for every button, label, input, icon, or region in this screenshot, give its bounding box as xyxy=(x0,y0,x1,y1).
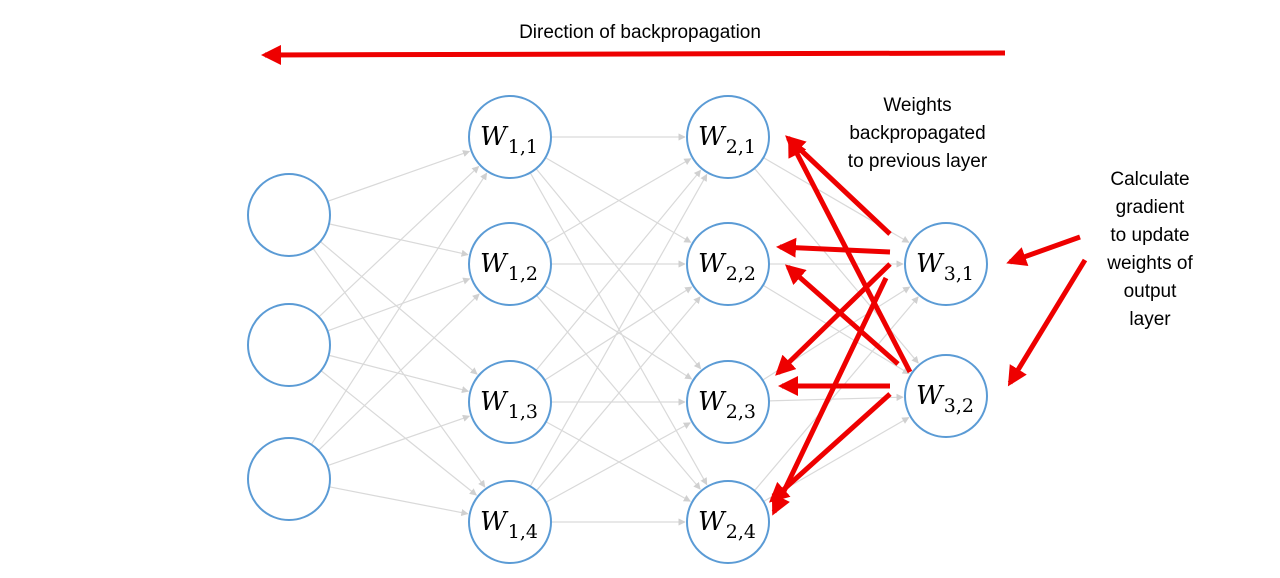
backprop-arrow xyxy=(776,237,891,258)
connection-line xyxy=(320,370,477,496)
connection-line xyxy=(536,296,701,492)
node-circle xyxy=(468,480,552,564)
connection-line xyxy=(319,241,478,375)
connection-line xyxy=(544,285,693,380)
connection-line xyxy=(327,277,471,332)
gradient-caption: Calculate gradient to update weights of … xyxy=(1080,166,1220,334)
node-label: W3,2 xyxy=(916,381,974,417)
connection-lines xyxy=(310,133,919,526)
node-label: W1,4 xyxy=(480,507,538,543)
backprop-arrow xyxy=(784,264,900,366)
backprop-arrow xyxy=(769,392,892,503)
gradient-caption-line: output xyxy=(1123,281,1177,302)
connection-line xyxy=(754,296,919,492)
gradient-caption-line: Calculate xyxy=(1110,169,1190,190)
node-circle xyxy=(904,354,988,438)
node-circle xyxy=(247,173,331,257)
weight-node: W2,3 xyxy=(686,360,770,444)
weight-node: W1,4 xyxy=(468,480,552,564)
connection-line xyxy=(529,172,708,486)
node-circle xyxy=(468,360,552,444)
backprop-arrows xyxy=(261,44,1088,516)
connection-line xyxy=(545,157,692,243)
connection-line xyxy=(327,150,471,202)
input-node xyxy=(247,303,331,387)
node-label: W1,1 xyxy=(480,122,538,158)
connection-line xyxy=(529,173,708,487)
weights-caption-line: to previous layer xyxy=(847,151,988,172)
connection-line xyxy=(329,486,469,517)
node-label: W2,3 xyxy=(698,387,756,423)
weight-node: W1,2 xyxy=(468,222,552,306)
gradient-caption-line: to update xyxy=(1110,225,1190,246)
node-circle xyxy=(686,480,770,564)
direction-caption: Direction of backpropagation xyxy=(519,22,761,43)
node-circle xyxy=(247,303,331,387)
connection-line xyxy=(545,158,692,244)
node-circle xyxy=(468,95,552,179)
weights-caption-line: backpropagated xyxy=(849,123,986,144)
weight-node: W1,3 xyxy=(468,360,552,444)
connection-line xyxy=(544,286,693,381)
connection-line xyxy=(768,393,904,402)
connection-line xyxy=(545,421,691,502)
weight-node: W2,4 xyxy=(686,480,770,564)
gradient-pointer-arrow xyxy=(1006,234,1081,267)
node-circle xyxy=(904,222,988,306)
connection-line xyxy=(762,284,910,375)
node-circle xyxy=(247,437,331,521)
weight-node: W2,2 xyxy=(686,222,770,306)
node-label: W2,2 xyxy=(698,249,756,285)
gradient-caption-line: layer xyxy=(1129,309,1171,330)
input-node xyxy=(247,173,331,257)
backprop-arrow xyxy=(775,262,892,376)
neuron-nodes: W1,1W1,2W1,3W1,4 W2,1W2,2W2,3W2,4 W3,1W3,2 xyxy=(247,95,988,564)
weight-node: W1,1 xyxy=(468,95,552,179)
node-circle xyxy=(686,95,770,179)
weight-node: W3,2 xyxy=(904,354,988,438)
weight-node: W2,1 xyxy=(686,95,770,179)
backprop-direction-arrow xyxy=(261,44,1006,65)
weight-node: W3,1 xyxy=(904,222,988,306)
connection-line xyxy=(317,293,480,451)
node-circle xyxy=(686,222,770,306)
gradient-pointer-arrow xyxy=(1007,258,1088,387)
weights-caption-line: Weights xyxy=(883,95,952,116)
gradient-caption-line: gradient xyxy=(1115,197,1185,218)
connection-line xyxy=(328,223,469,257)
backprop-arrow xyxy=(771,276,889,516)
connection-line xyxy=(312,247,486,488)
weights-backprop-caption: Weights backpropagated to previous layer xyxy=(820,92,1015,176)
input-node xyxy=(247,437,331,521)
node-label: W2,1 xyxy=(698,122,756,158)
node-circle xyxy=(468,222,552,306)
connection-line xyxy=(545,422,691,503)
node-label: W2,4 xyxy=(698,507,756,543)
connection-line xyxy=(535,169,702,371)
connection-line xyxy=(310,172,488,445)
connection-line xyxy=(536,294,701,490)
gradient-caption-line: weights of xyxy=(1107,253,1193,274)
node-label: W1,2 xyxy=(480,249,538,285)
connection-line xyxy=(327,414,471,467)
node-label: W1,3 xyxy=(480,387,538,423)
node-circle xyxy=(686,360,770,444)
connection-line xyxy=(535,168,702,370)
connection-line xyxy=(318,165,480,318)
backprop-arrow xyxy=(787,136,913,374)
node-label: W3,1 xyxy=(916,249,974,285)
